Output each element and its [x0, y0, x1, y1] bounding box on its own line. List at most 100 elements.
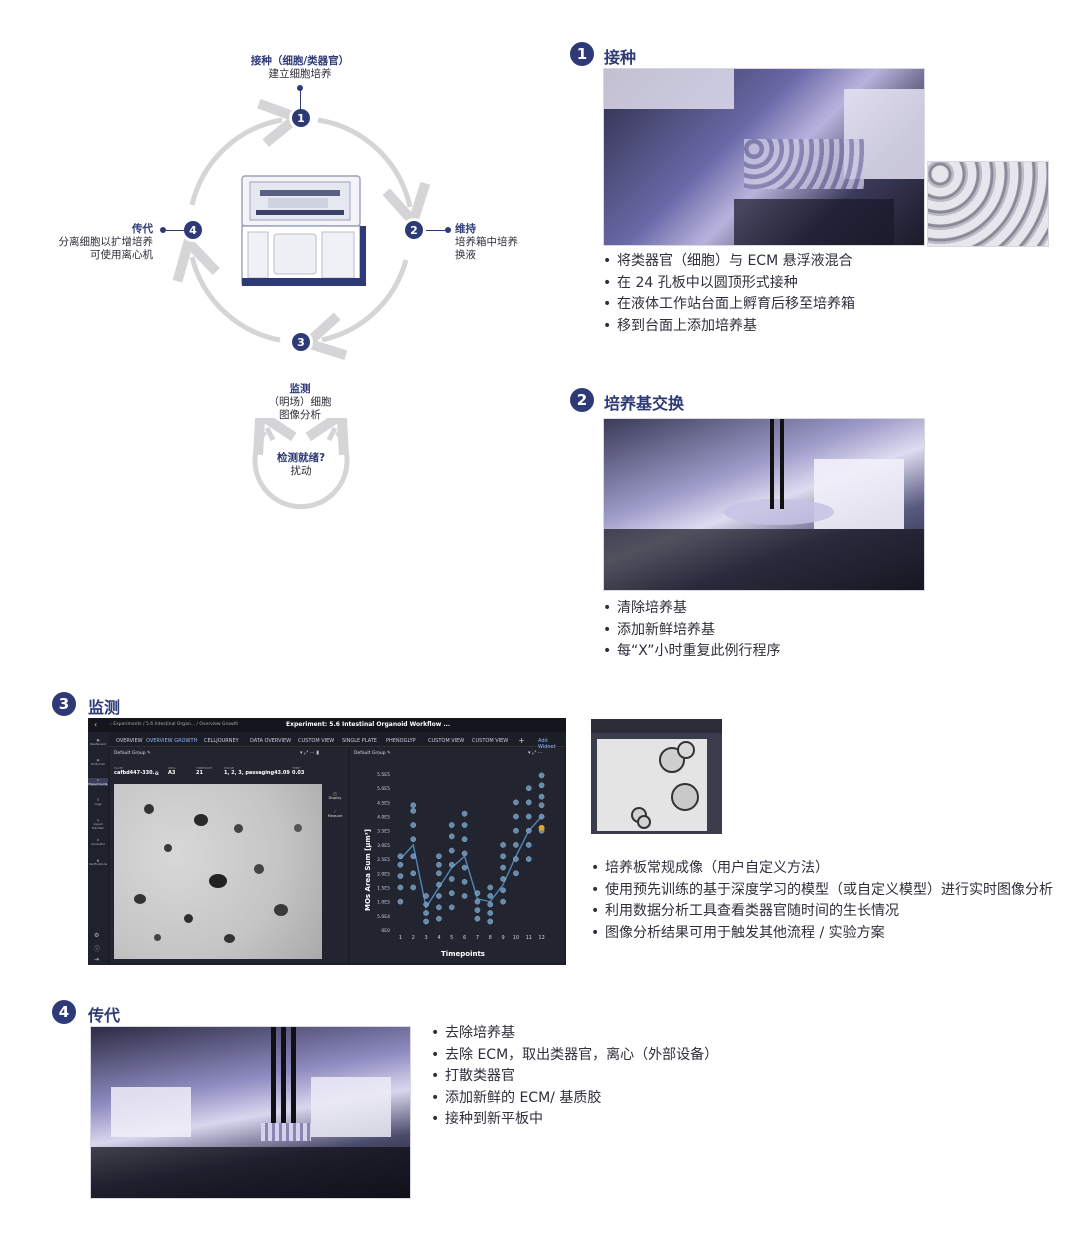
data-point — [461, 864, 468, 871]
data-point — [436, 861, 442, 868]
bullet: 利用数据分析工具查看类器官随时间的生长情况 — [591, 901, 1053, 923]
cycle-label-3: 监测（明场）细胞图像分析 — [268, 383, 332, 421]
x-tick-label: 4 — [437, 935, 440, 941]
cycle-step-3-badge: 3 — [292, 333, 310, 351]
app-sidebar: ▦Dashboard ▤Protocols ≈Experiments ☰Logs… — [88, 732, 108, 965]
data-point — [525, 785, 532, 792]
bullet: 图像分析结果可用于触发其他流程 / 实验方案 — [591, 923, 1053, 945]
sidebar-item-experiments[interactable]: ≈Experiments — [88, 778, 108, 786]
data-point — [436, 870, 442, 877]
tab-custom-view-2[interactable]: CUSTOM VIEW — [428, 738, 465, 744]
sidebar-item-verifications[interactable]: ▲Verifications — [88, 858, 108, 866]
section-2-bullets: 清除培养基 添加新鲜培养基 每“X”小时重复此例行程序 — [603, 598, 1043, 663]
chart-toolbar-icons[interactable]: ▾ ⤢ ⋯ — [528, 750, 543, 756]
connector-line-1 — [300, 86, 301, 110]
connector-line-4 — [163, 230, 185, 231]
settings-icon[interactable]: ⚙ — [94, 932, 100, 939]
measure-tool-button[interactable]: ⟋Measure — [327, 810, 343, 818]
data-point — [525, 813, 532, 820]
data-point — [513, 799, 519, 806]
data-point — [513, 856, 519, 862]
section-3-title: 监测 — [88, 698, 121, 717]
bullet: 在 24 孔板中以圆顶形式接种 — [603, 273, 1043, 295]
data-point — [436, 893, 442, 899]
data-point — [474, 915, 481, 922]
tab-single-plate[interactable]: SINGLE PLATE — [342, 738, 377, 744]
data-point — [410, 853, 417, 860]
panel-toolbar-icons[interactable]: ▾ ⤢ ⋯ ▮ — [300, 750, 320, 756]
section-4-bullets: 去除培养基 去除 ECM，取出类器官，离心（外部设备） 打散类器官 添加新鲜的 … — [431, 1023, 851, 1131]
data-point — [513, 842, 519, 848]
tab-overview[interactable]: OVERVIEW — [116, 738, 143, 744]
bullet: 去除培养基 — [431, 1023, 851, 1045]
data-point — [448, 876, 455, 882]
breadcrumb[interactable]: ‹ Experiments / 5.6 Intestinal Organ... … — [110, 722, 239, 727]
x-tick-label: 12 — [538, 935, 544, 941]
data-point — [538, 793, 545, 800]
add-tab-button[interactable]: + — [518, 736, 525, 745]
section-2-title: 培养基交换 — [604, 394, 685, 413]
group-selector-left[interactable]: Default Group ✎ — [114, 751, 151, 756]
tab-overview-growth[interactable]: OVERVIEW GROWTH — [146, 738, 198, 744]
display-tool-button[interactable]: ◫Display — [328, 792, 342, 800]
section-4-title: 传代 — [88, 1006, 121, 1025]
x-tick-label: 11 — [526, 935, 532, 941]
sidebar-item-dashboard[interactable]: ▦Dashboard — [89, 738, 107, 746]
x-tick-label: 10 — [513, 935, 519, 941]
well-plate-closeup — [927, 161, 1049, 247]
analysis-software-window: ‹ ‹ Experiments / 5.6 Intestinal Organ..… — [88, 718, 566, 965]
cycle-arrow-2-3 — [322, 259, 409, 340]
data-point — [487, 918, 494, 925]
add-widget-button[interactable]: Add Widget — [538, 738, 556, 750]
y-tick-label: 3.5E5 — [377, 829, 390, 835]
x-tick-label: 5 — [450, 935, 453, 941]
data-point — [525, 856, 532, 862]
data-point — [487, 910, 494, 916]
brightfield-image[interactable] — [114, 784, 322, 959]
section-1-bullets: 将类器官（细胞）与 ECM 悬浮液混合 在 24 孔板中以圆顶形式接种 在液体工… — [603, 251, 1043, 337]
data-point — [397, 898, 404, 905]
back-icon[interactable]: ‹ — [94, 720, 98, 729]
growth-scatter-chart[interactable]: 5.5E55.0E54.5E54.0E53.5E53.0E52.5E52.0E5… — [350, 760, 564, 963]
sidebar-item-protocols[interactable]: ▤Protocols — [91, 758, 105, 766]
group-selector-right[interactable]: Default Group ✎ — [354, 751, 391, 756]
field-plate: PLATE cafbd447-330... — [114, 766, 159, 776]
data-point — [397, 884, 404, 891]
tab-data-overview[interactable]: DATA OVERVIEW — [250, 738, 292, 744]
y-tick-label: 5.5E5 — [377, 772, 390, 778]
data-point — [513, 813, 519, 820]
app-topbar: ‹ ‹ Experiments / 5.6 Intestinal Organ..… — [88, 718, 566, 732]
check-loop — [252, 418, 350, 510]
copy-icon[interactable]: ⧉ — [155, 771, 159, 777]
tab-custom-view-1[interactable]: CUSTOM VIEW — [298, 738, 335, 744]
data-point — [474, 898, 481, 905]
connector-dot-1 — [297, 85, 303, 91]
y-tick-label: 4.0E5 — [377, 815, 390, 821]
data-point — [423, 910, 429, 916]
tab-celljourney[interactable]: CELLJOURNEY — [204, 738, 239, 744]
logout-icon[interactable]: ⇥ — [94, 956, 100, 963]
y-tick-label: 2.5E5 — [377, 857, 390, 863]
sidebar-item-incubator[interactable]: ⬇Incubator — [90, 838, 106, 846]
data-point — [448, 822, 455, 828]
cycle-step-2-badge: 2 — [405, 221, 423, 239]
cycle-label-1: 接种（细胞/类器官）建立细胞培养 — [250, 55, 350, 80]
section-3-bullets: 培养板常规成像（用户自定义方法） 使用预先训练的基于深度学习的模型（或自定义模型… — [591, 858, 1053, 944]
section-1-title: 接种 — [604, 48, 637, 67]
sidebar-item-logs[interactable]: ☰Logs — [94, 798, 102, 806]
bullet: 移到台面上添加培养基 — [603, 316, 1043, 338]
data-point — [461, 836, 468, 843]
data-point — [461, 878, 468, 885]
liquid-handler-illustration — [241, 175, 366, 286]
data-point — [410, 822, 417, 828]
data-point — [525, 842, 532, 848]
field-phase: PHASE 1, 2, 3, passaging43.09 — [224, 766, 290, 776]
tab-custom-view-3[interactable]: CUSTOM VIEW — [472, 738, 509, 744]
data-point — [474, 890, 481, 896]
x-tick-label: 7 — [476, 935, 479, 941]
tab-phenoglyp[interactable]: PHENOGLYP — [386, 738, 416, 744]
info-icon[interactable]: ⓘ — [94, 946, 101, 953]
sidebar-item-liquid-handler[interactable]: ◎Liquid Handler — [92, 818, 104, 830]
data-point — [448, 904, 455, 911]
connector-line-2 — [426, 230, 448, 231]
